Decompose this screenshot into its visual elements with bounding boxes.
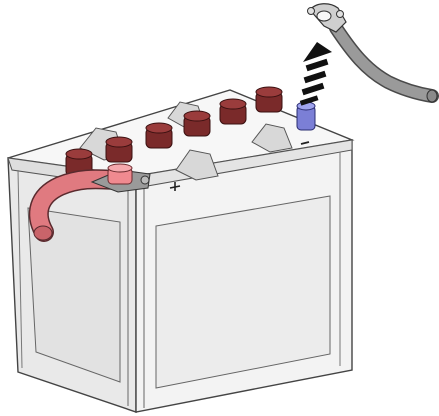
positive-cable-end	[34, 226, 52, 240]
negative-cable	[336, 28, 437, 102]
cell-cap	[220, 99, 246, 124]
negative-cable-end	[427, 90, 437, 102]
cable-clamp-icon	[308, 4, 347, 32]
battery-front-panel	[156, 196, 330, 388]
up-arrow-icon	[300, 42, 332, 106]
cell-cap	[106, 137, 132, 162]
negative-terminal	[297, 102, 315, 130]
cell-cap	[256, 87, 282, 112]
cell-cap	[146, 123, 172, 148]
battery-icon	[8, 90, 352, 412]
cell-cap	[184, 111, 210, 136]
